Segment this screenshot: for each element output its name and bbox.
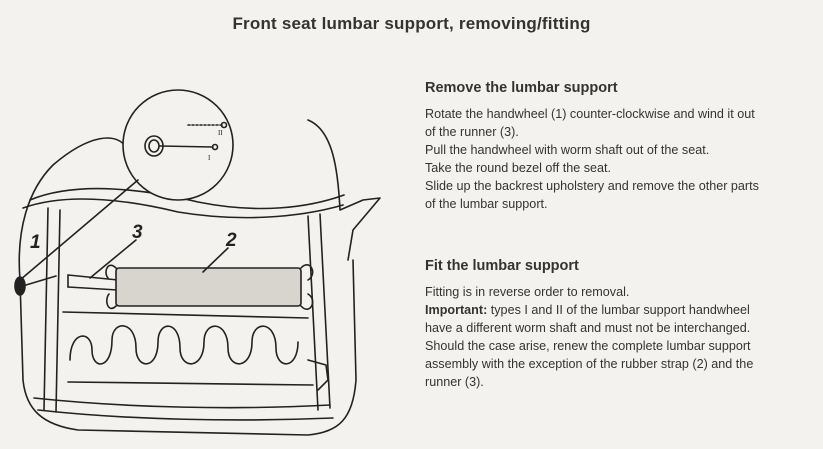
fit-line: Fitting is in reverse order to removal. [425, 285, 630, 299]
fit-important-line: Important: types I and II of the lumbar … [425, 301, 817, 319]
remove-heading: Remove the lumbar support [425, 80, 618, 96]
page-title: Front seat lumbar support, removing/fitt… [232, 14, 591, 33]
fit-heading: Fit the lumbar support [425, 258, 579, 274]
remove-line: of the runner (3). [425, 125, 519, 139]
callout-1: 1 [30, 232, 41, 253]
fit-line: have a different worm shaft and must not… [425, 321, 751, 335]
fit-line: runner (3). [425, 375, 484, 389]
important-label: Important: [425, 303, 488, 317]
fit-section: Fit the lumbar support Fitting is in rev… [425, 258, 817, 391]
remove-line: Slide up the backrest upholstery and rem… [425, 179, 759, 193]
fit-line: Should the case arise, renew the complet… [425, 339, 751, 353]
important-text: types I and II of the lumbar support han… [490, 303, 750, 317]
callout-2: 2 [225, 230, 237, 251]
remove-line: of the lumbar support. [425, 197, 548, 211]
remove-line: Rotate the handwheel (1) counter-clockwi… [425, 107, 755, 121]
remove-section: Remove the lumbar support Rotate the han… [425, 80, 817, 213]
remove-line: Take the round bezel off the seat. [425, 161, 612, 175]
type-ii-label: II [218, 129, 223, 137]
callout-3: 3 [132, 222, 143, 243]
type-i-label: I [208, 154, 211, 162]
remove-line: Pull the handwheel with worm shaft out o… [425, 143, 710, 157]
seat-lumbar-illustration: 1 2 3 II I [14, 89, 381, 436]
fit-line: assembly with the exception of the rubbe… [425, 357, 754, 371]
